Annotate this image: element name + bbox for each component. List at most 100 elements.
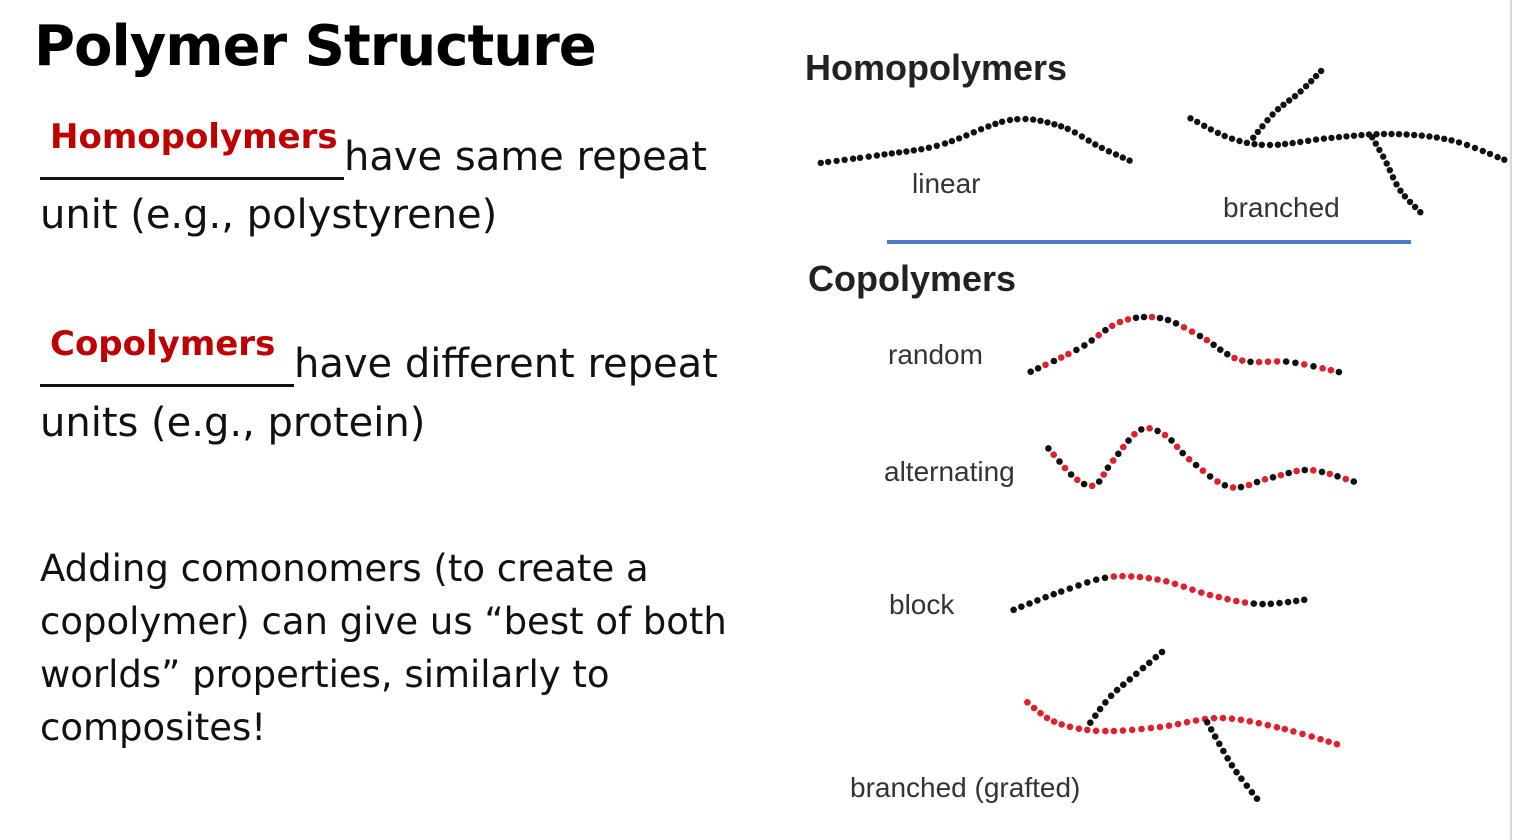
linear-bead xyxy=(998,118,1006,125)
grafted-backbone-bead xyxy=(1290,728,1297,735)
alternating-bead xyxy=(1192,461,1200,469)
block-bead xyxy=(1163,578,1170,585)
branched-main-bead xyxy=(1433,134,1441,141)
linear-bead xyxy=(817,159,824,167)
grafted-arm-bead xyxy=(1253,795,1261,802)
block-bead xyxy=(1224,595,1231,603)
alternating-bead xyxy=(1125,437,1132,444)
alternating-bead xyxy=(1050,451,1057,459)
branched-arm-bead xyxy=(1386,167,1394,174)
alternating-bead xyxy=(1074,476,1081,484)
branched-main-bead xyxy=(1201,122,1208,129)
homopolymer-answer: Homopolymers xyxy=(50,117,338,157)
linear-bead xyxy=(1119,154,1127,161)
branched-main-bead xyxy=(1494,153,1501,161)
block-bead xyxy=(1241,599,1249,606)
alternating-bead xyxy=(1350,478,1358,485)
grafted-backbone-bead xyxy=(1043,714,1051,722)
branched-main-bead xyxy=(1455,139,1463,146)
linear-bead xyxy=(985,123,992,130)
random-bead xyxy=(1140,313,1148,321)
grafted-backbone-bead xyxy=(1066,723,1074,731)
random-bead xyxy=(1319,365,1326,372)
branched-main-bead xyxy=(1312,136,1320,143)
branched-main-bead xyxy=(1501,156,1508,163)
alternating-bead xyxy=(1301,466,1309,474)
alternating-bead xyxy=(1045,445,1052,452)
alternating-bead xyxy=(1095,478,1103,485)
random-bead xyxy=(1027,368,1034,376)
block-bead xyxy=(1154,576,1161,583)
alternating-bead xyxy=(1138,426,1145,433)
block-bead xyxy=(1206,591,1214,599)
block-bead xyxy=(1145,574,1153,582)
random-bead xyxy=(1034,365,1042,372)
branched-main-bead xyxy=(1486,150,1494,158)
block-bead xyxy=(1119,572,1126,580)
block-bead xyxy=(1198,589,1205,596)
block-bead xyxy=(1267,600,1275,608)
random-label: random xyxy=(888,339,983,370)
random-bead xyxy=(1057,354,1065,361)
alternating-bead xyxy=(1285,469,1292,477)
linear-bead xyxy=(1014,116,1021,123)
alternating-bead xyxy=(1131,430,1138,438)
copolymer-line1: have different repeat xyxy=(294,341,718,387)
branched-arm-bead xyxy=(1389,174,1397,181)
linear-bead xyxy=(1105,148,1113,155)
comonomer-paragraph: Adding comonomers (to create a copolymer… xyxy=(40,547,727,749)
linear-bead xyxy=(881,151,888,158)
branched-main-bead xyxy=(1343,133,1350,140)
grafted-arm-bead xyxy=(1139,664,1147,672)
random-bead xyxy=(1132,314,1140,322)
branched-chain xyxy=(1187,67,1508,216)
random-bead xyxy=(1273,358,1281,365)
copolymer-blank: Copolymers xyxy=(40,324,294,387)
random-bead xyxy=(1081,342,1088,349)
block-bead xyxy=(1215,593,1223,601)
block-bead xyxy=(1034,597,1041,604)
branched-arm-bead xyxy=(1401,193,1409,200)
branched-main-bead xyxy=(1471,144,1479,152)
grafted-backbone-bead xyxy=(1325,738,1332,745)
grafted-backbone-bead xyxy=(1092,727,1100,735)
copolymer-sentence: Copolymers have different repeat xyxy=(40,324,718,387)
branched-arm-bead xyxy=(1411,203,1419,211)
random-bead xyxy=(1239,357,1246,364)
block-bead xyxy=(1276,599,1283,607)
grafted-backbone-bead xyxy=(1110,727,1118,735)
alternating-bead xyxy=(1056,458,1063,465)
grafted-backbone-bead xyxy=(1024,699,1031,706)
grafted-backbone-bead xyxy=(1273,724,1281,731)
branched-arm-bead xyxy=(1317,67,1325,75)
alternating-bead xyxy=(1080,480,1088,488)
linear-bead xyxy=(825,158,832,166)
alternating-bead xyxy=(1221,482,1229,489)
alternating-bead xyxy=(1199,467,1207,475)
linear-bead xyxy=(992,120,999,128)
alternating-bead xyxy=(1100,471,1108,478)
alternating-bead xyxy=(1261,476,1269,483)
linear-bead xyxy=(1022,115,1029,123)
branched-main-bead xyxy=(1388,130,1395,138)
grafted-backbone-bead xyxy=(1228,715,1236,722)
block-bead xyxy=(1026,600,1033,607)
random-bead xyxy=(1108,322,1116,330)
block-bead xyxy=(1259,600,1266,608)
branched-arm-bead xyxy=(1308,78,1315,85)
branched-main-bead xyxy=(1194,118,1201,126)
block-bead xyxy=(1180,583,1188,590)
block-bead xyxy=(1300,596,1308,604)
grafted-backbone-bead xyxy=(1219,714,1227,722)
alternating-bead xyxy=(1277,471,1285,479)
block-bead xyxy=(1101,574,1109,582)
linear-bead xyxy=(1057,123,1065,130)
alternating-bead xyxy=(1179,449,1186,457)
section-divider xyxy=(887,240,1411,244)
block-bead xyxy=(1284,598,1292,606)
grafted-arm-bead xyxy=(1216,740,1223,748)
grafted-arm-bead xyxy=(1203,719,1211,726)
linear-bead xyxy=(1051,121,1058,128)
branched-arm-bead xyxy=(1274,106,1282,113)
